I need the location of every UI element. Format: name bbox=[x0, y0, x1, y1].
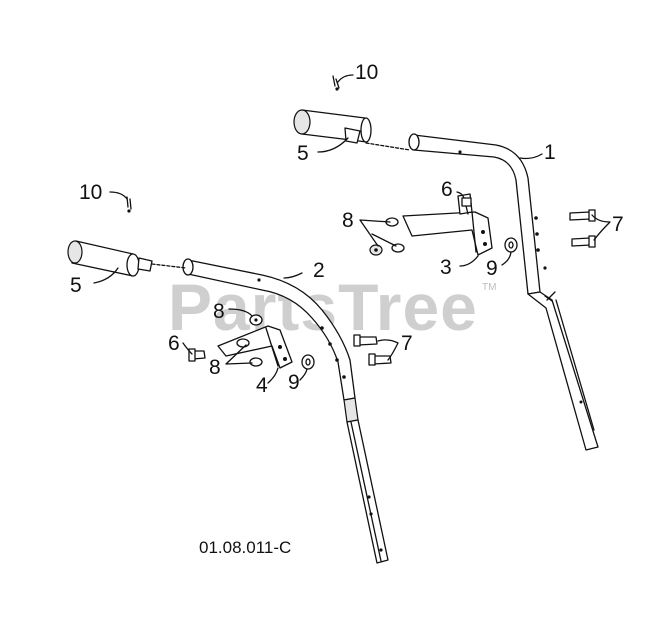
callout-9-lower: 9 bbox=[288, 371, 300, 394]
lower-handle-part-2[interactable] bbox=[182, 258, 389, 564]
upper-nuts-part-8[interactable] bbox=[369, 217, 405, 256]
callout-8-upper: 8 bbox=[342, 209, 354, 232]
callout-4: 4 bbox=[256, 374, 268, 397]
lower-screw-part-6[interactable] bbox=[188, 348, 206, 362]
callout-7-upper: 7 bbox=[612, 213, 624, 236]
callout-9-upper: 9 bbox=[486, 257, 498, 280]
watermark-trademark: TM bbox=[482, 282, 496, 293]
callout-10-upper: 10 bbox=[355, 61, 378, 84]
upper-bolts-part-7[interactable] bbox=[569, 209, 596, 248]
lower-bracket-part-4[interactable] bbox=[217, 325, 293, 369]
lower-washer-part-9[interactable] bbox=[301, 354, 315, 370]
callout-2: 2 bbox=[313, 259, 325, 282]
upper-clip-part-10[interactable] bbox=[332, 75, 340, 91]
callout-labels: 10 5 1 6 8 7 3 9 10 2 5 8 6 8 7 4 9 bbox=[70, 61, 624, 397]
callout-5-lower: 5 bbox=[70, 274, 82, 297]
lower-nuts-part-8[interactable] bbox=[236, 314, 263, 367]
callout-6-lower: 6 bbox=[168, 332, 180, 355]
upper-bracket-part-3[interactable] bbox=[402, 193, 493, 256]
upper-washer-part-9[interactable] bbox=[504, 237, 518, 253]
lower-grip-part-5[interactable] bbox=[67, 240, 187, 277]
upper-screw-part-6[interactable] bbox=[461, 197, 472, 215]
callout-6-upper: 6 bbox=[441, 178, 453, 201]
leader-lines bbox=[93, 74, 611, 384]
callout-3: 3 bbox=[440, 256, 452, 279]
callout-10-lower: 10 bbox=[79, 181, 102, 204]
upper-handle-part-1[interactable] bbox=[408, 133, 599, 451]
lower-clip-part-10[interactable] bbox=[126, 196, 132, 213]
drawing-code: 01.08.011-C bbox=[199, 538, 291, 557]
callout-8-lower-top: 8 bbox=[213, 300, 225, 323]
callout-5-upper: 5 bbox=[297, 142, 309, 165]
upper-grip-part-5[interactable] bbox=[293, 109, 411, 151]
callout-7-lower: 7 bbox=[401, 332, 413, 355]
callout-8-lower: 8 bbox=[209, 356, 221, 379]
lower-bolts-part-7[interactable] bbox=[353, 334, 392, 366]
callout-1: 1 bbox=[544, 141, 556, 164]
